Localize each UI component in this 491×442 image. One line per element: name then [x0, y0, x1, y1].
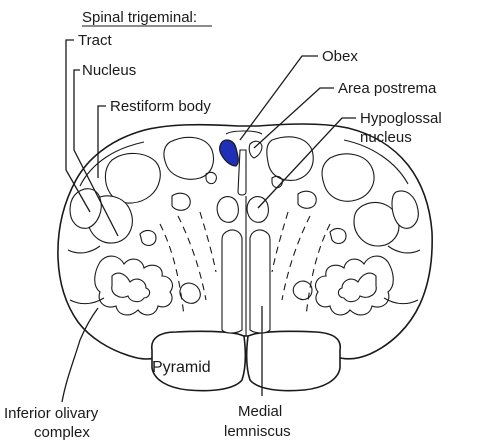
- spinal-trigeminal-tract-right: [391, 190, 419, 229]
- medial-lemniscus-right: [249, 229, 271, 334]
- label-obex: Obex: [322, 48, 358, 65]
- lateral-contour-left: [67, 245, 105, 305]
- label-nucleus: Nucleus: [82, 62, 136, 79]
- label-tract: Tract: [78, 32, 112, 49]
- cuneate-nucleus-right: [321, 153, 375, 202]
- arcuate-fiber-5: [199, 211, 217, 273]
- arcuate-fiber-3: [281, 215, 311, 301]
- pyramid-right: [245, 330, 341, 392]
- label-medial-2: lemniscus: [224, 423, 291, 440]
- arcuate-fiber-4: [305, 223, 331, 317]
- inferior-olive-right-inner: [337, 272, 377, 303]
- dorsal-notch: [225, 130, 263, 135]
- hypoglossal-nucleus-left: [216, 196, 239, 223]
- inner-rim: [79, 139, 409, 187]
- gracile-nucleus-left: [163, 136, 215, 180]
- accessory-olive-right: [292, 280, 313, 301]
- island-4: [329, 227, 347, 245]
- leader-tract: [65, 39, 91, 213]
- arcuate-fiber-1: [177, 215, 207, 301]
- label-medial-1: Medial: [238, 403, 282, 420]
- leader-area-postrema: [253, 87, 334, 149]
- central-canal: [237, 149, 247, 196]
- island-1: [171, 192, 191, 211]
- leader-nucleus: [73, 69, 119, 237]
- label-area-postrema: Area postrema: [338, 80, 437, 97]
- island-5: [205, 171, 217, 185]
- leader-hypoglossal: [257, 117, 356, 209]
- arcuate-fiber-2: [159, 223, 185, 317]
- label-inferior-olivary-1: Inferior olivary: [4, 405, 99, 422]
- inferior-olive-left-inner: [111, 272, 151, 303]
- inferior-olive-left: [94, 255, 173, 316]
- label-restiform-body: Restiform body: [110, 98, 211, 115]
- medial-lemniscus-left: [221, 229, 243, 334]
- label-spinal-trigeminal: Spinal trigeminal:: [82, 9, 197, 26]
- inferior-olive-right: [315, 255, 394, 316]
- pyramid-left: [151, 330, 247, 392]
- accessory-olive-left: [179, 282, 201, 304]
- leader-restiform: [97, 105, 106, 178]
- island-3: [139, 229, 157, 247]
- label-inferior-olivary-2: complex: [34, 424, 90, 441]
- spinal-trigeminal-nucleus-right: [353, 202, 400, 247]
- cuneate-nucleus-left: [104, 152, 161, 204]
- island-2: [297, 190, 317, 209]
- label-hypoglossal-2: nucleus: [360, 129, 412, 146]
- area-postrema-region: [219, 139, 239, 167]
- gracile-nucleus-right: [266, 136, 314, 181]
- leader-inferior-olivary: [61, 307, 99, 403]
- lateral-contour-right: [383, 245, 421, 305]
- label-pyramid: Pyramid: [152, 359, 211, 376]
- island-6: [271, 175, 283, 189]
- area-postrema-right: [248, 140, 263, 159]
- label-hypoglossal-1: Hypoglossal: [360, 110, 442, 127]
- leader-obex: [239, 55, 318, 141]
- arcuate-fiber-6: [271, 211, 289, 273]
